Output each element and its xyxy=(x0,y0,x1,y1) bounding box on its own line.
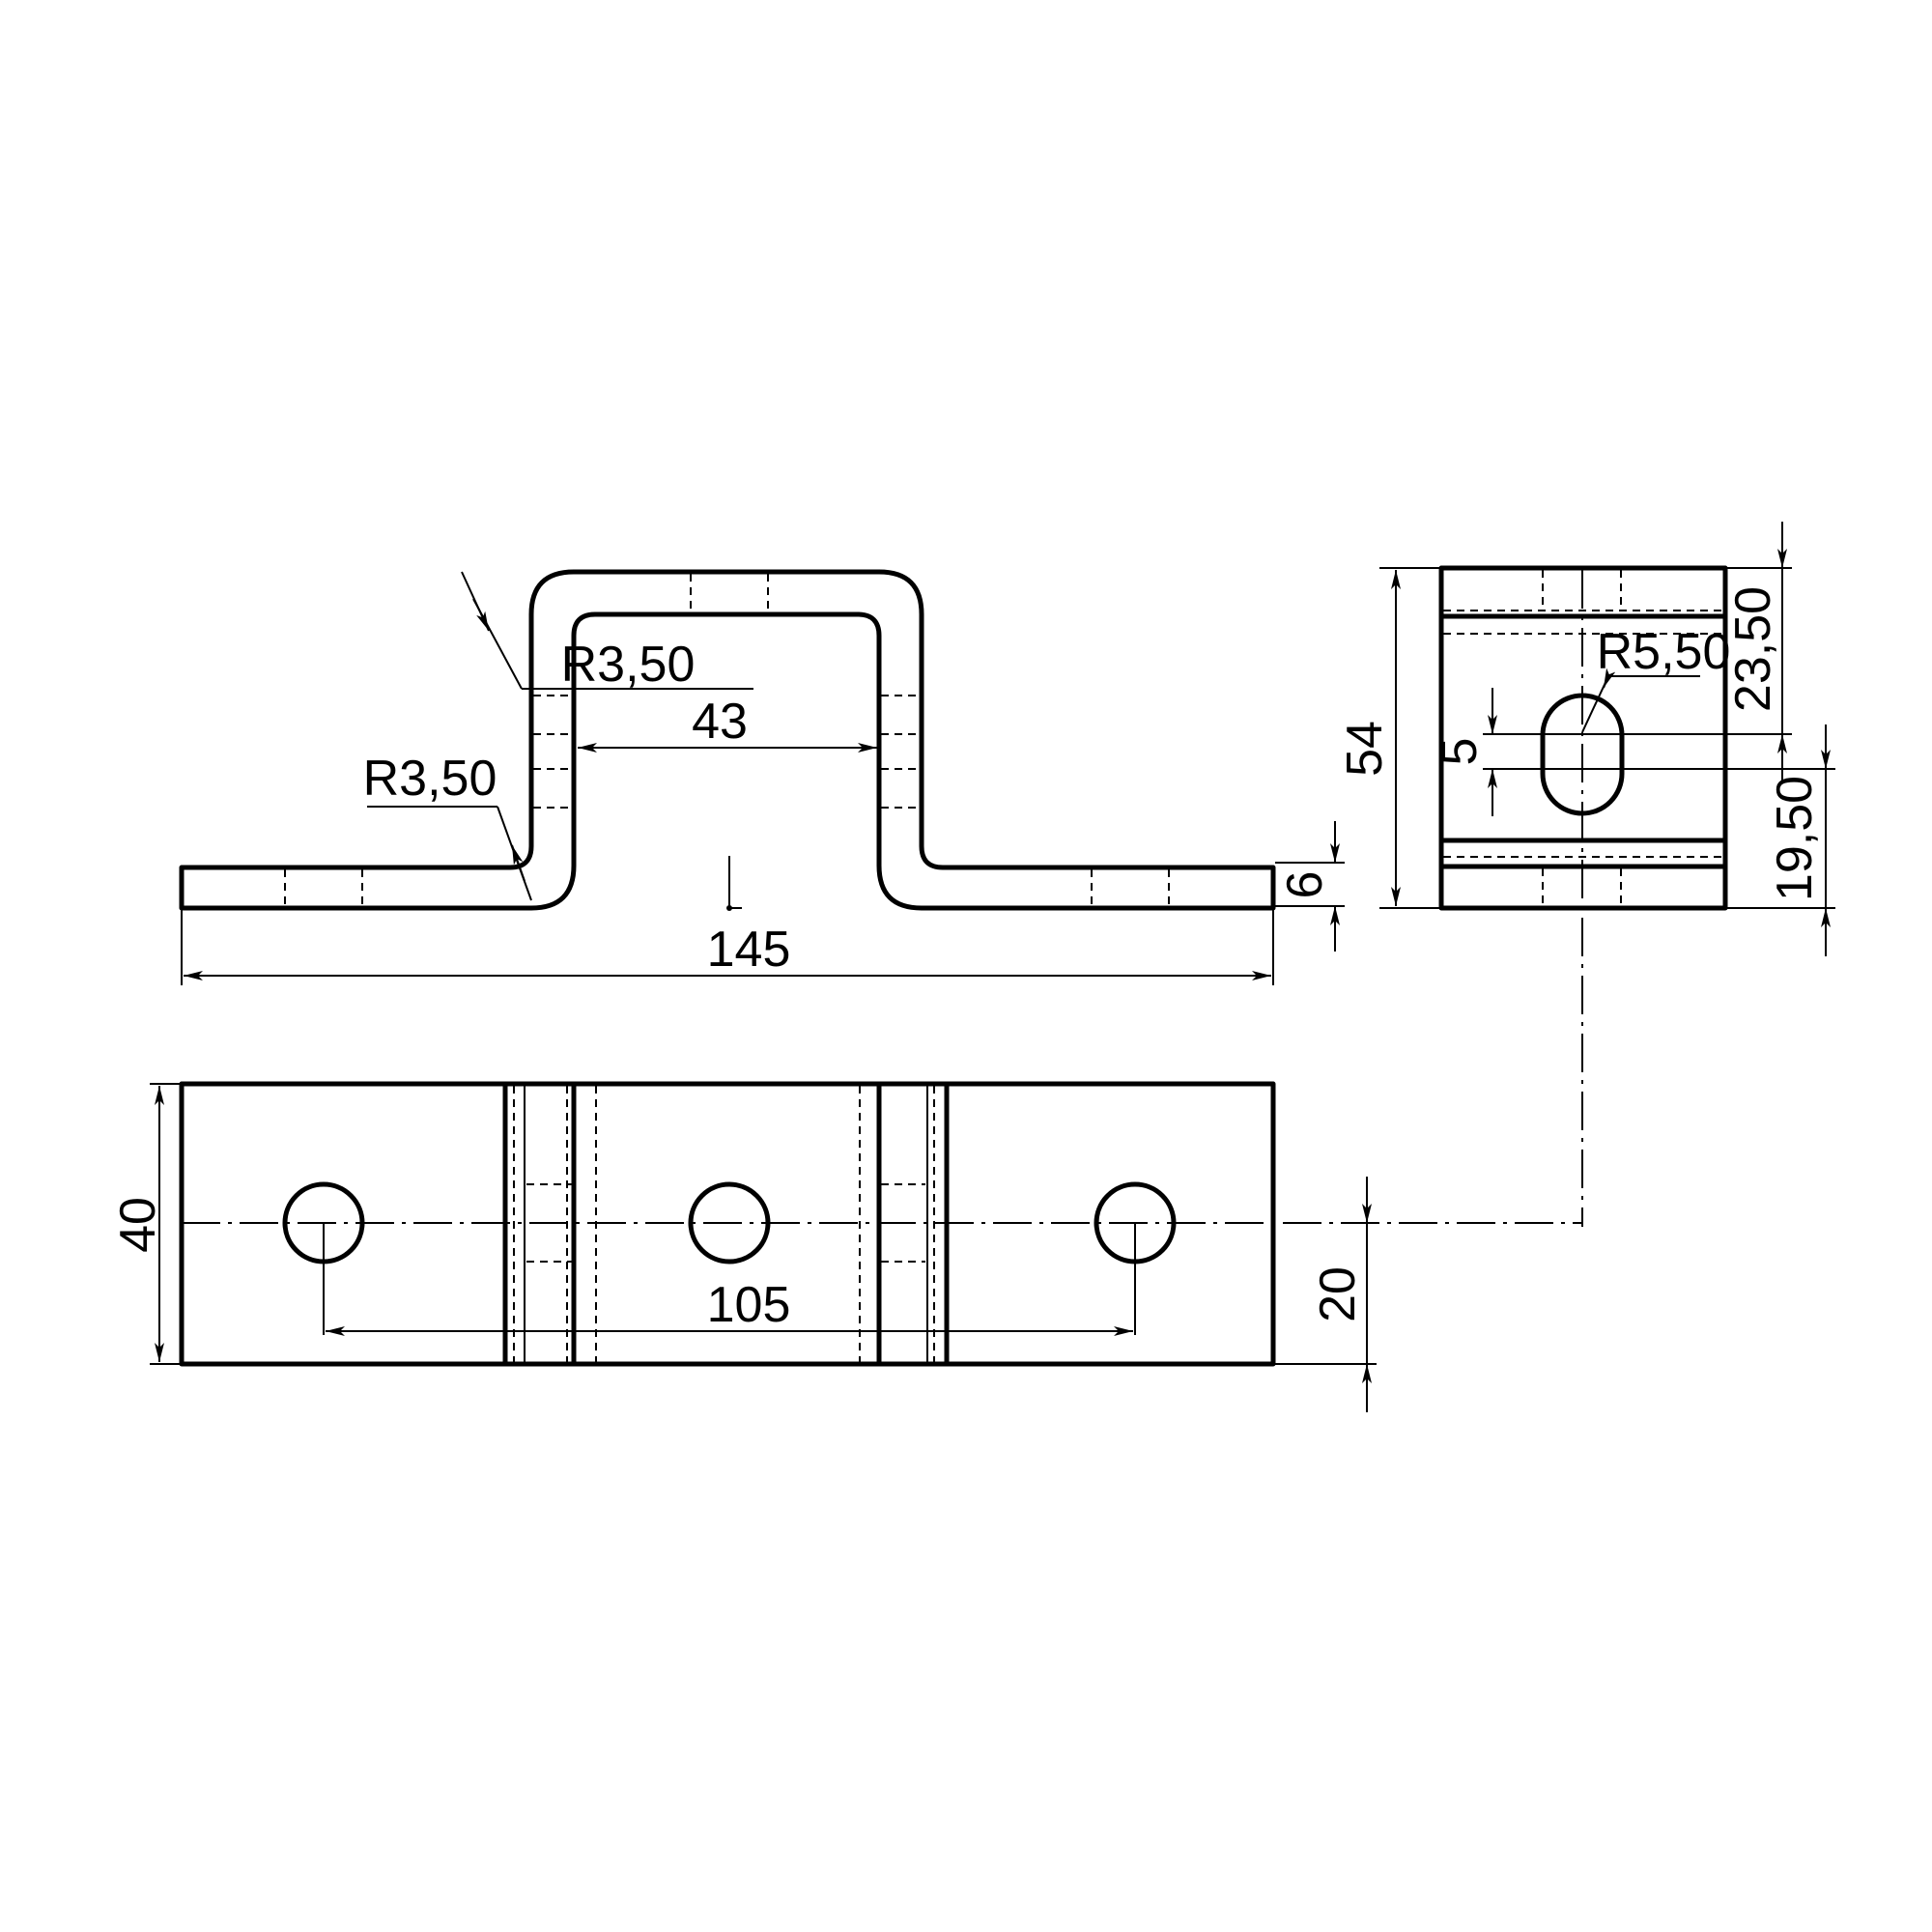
label-overall-length: 145 xyxy=(707,922,791,978)
label-inner-width: 43 xyxy=(692,694,748,750)
side-view: R5,50 5 54 23,50 19,50 xyxy=(1337,522,1835,1227)
label-hole-spacing: 105 xyxy=(707,1277,791,1333)
label-height: 54 xyxy=(1337,721,1393,777)
label-width: 40 xyxy=(110,1197,166,1253)
label-slot-to-bottom: 19,50 xyxy=(1767,776,1823,901)
label-radius-inner: R3,50 xyxy=(561,637,696,693)
label-slot-length: 5 xyxy=(1432,738,1488,766)
label-top-to-slot: 23,50 xyxy=(1725,586,1781,712)
top-view: 105 40 20 xyxy=(110,1081,1582,1412)
label-radius-outer: R3,50 xyxy=(363,751,497,807)
label-centerline-offset: 20 xyxy=(1310,1266,1366,1322)
label-thickness: 6 xyxy=(1277,871,1333,899)
front-view: R3,50 R3,50 43 145 6 xyxy=(179,569,1345,985)
profile-outer xyxy=(179,569,1276,911)
label-slot-radius: R5,50 xyxy=(1597,624,1731,680)
